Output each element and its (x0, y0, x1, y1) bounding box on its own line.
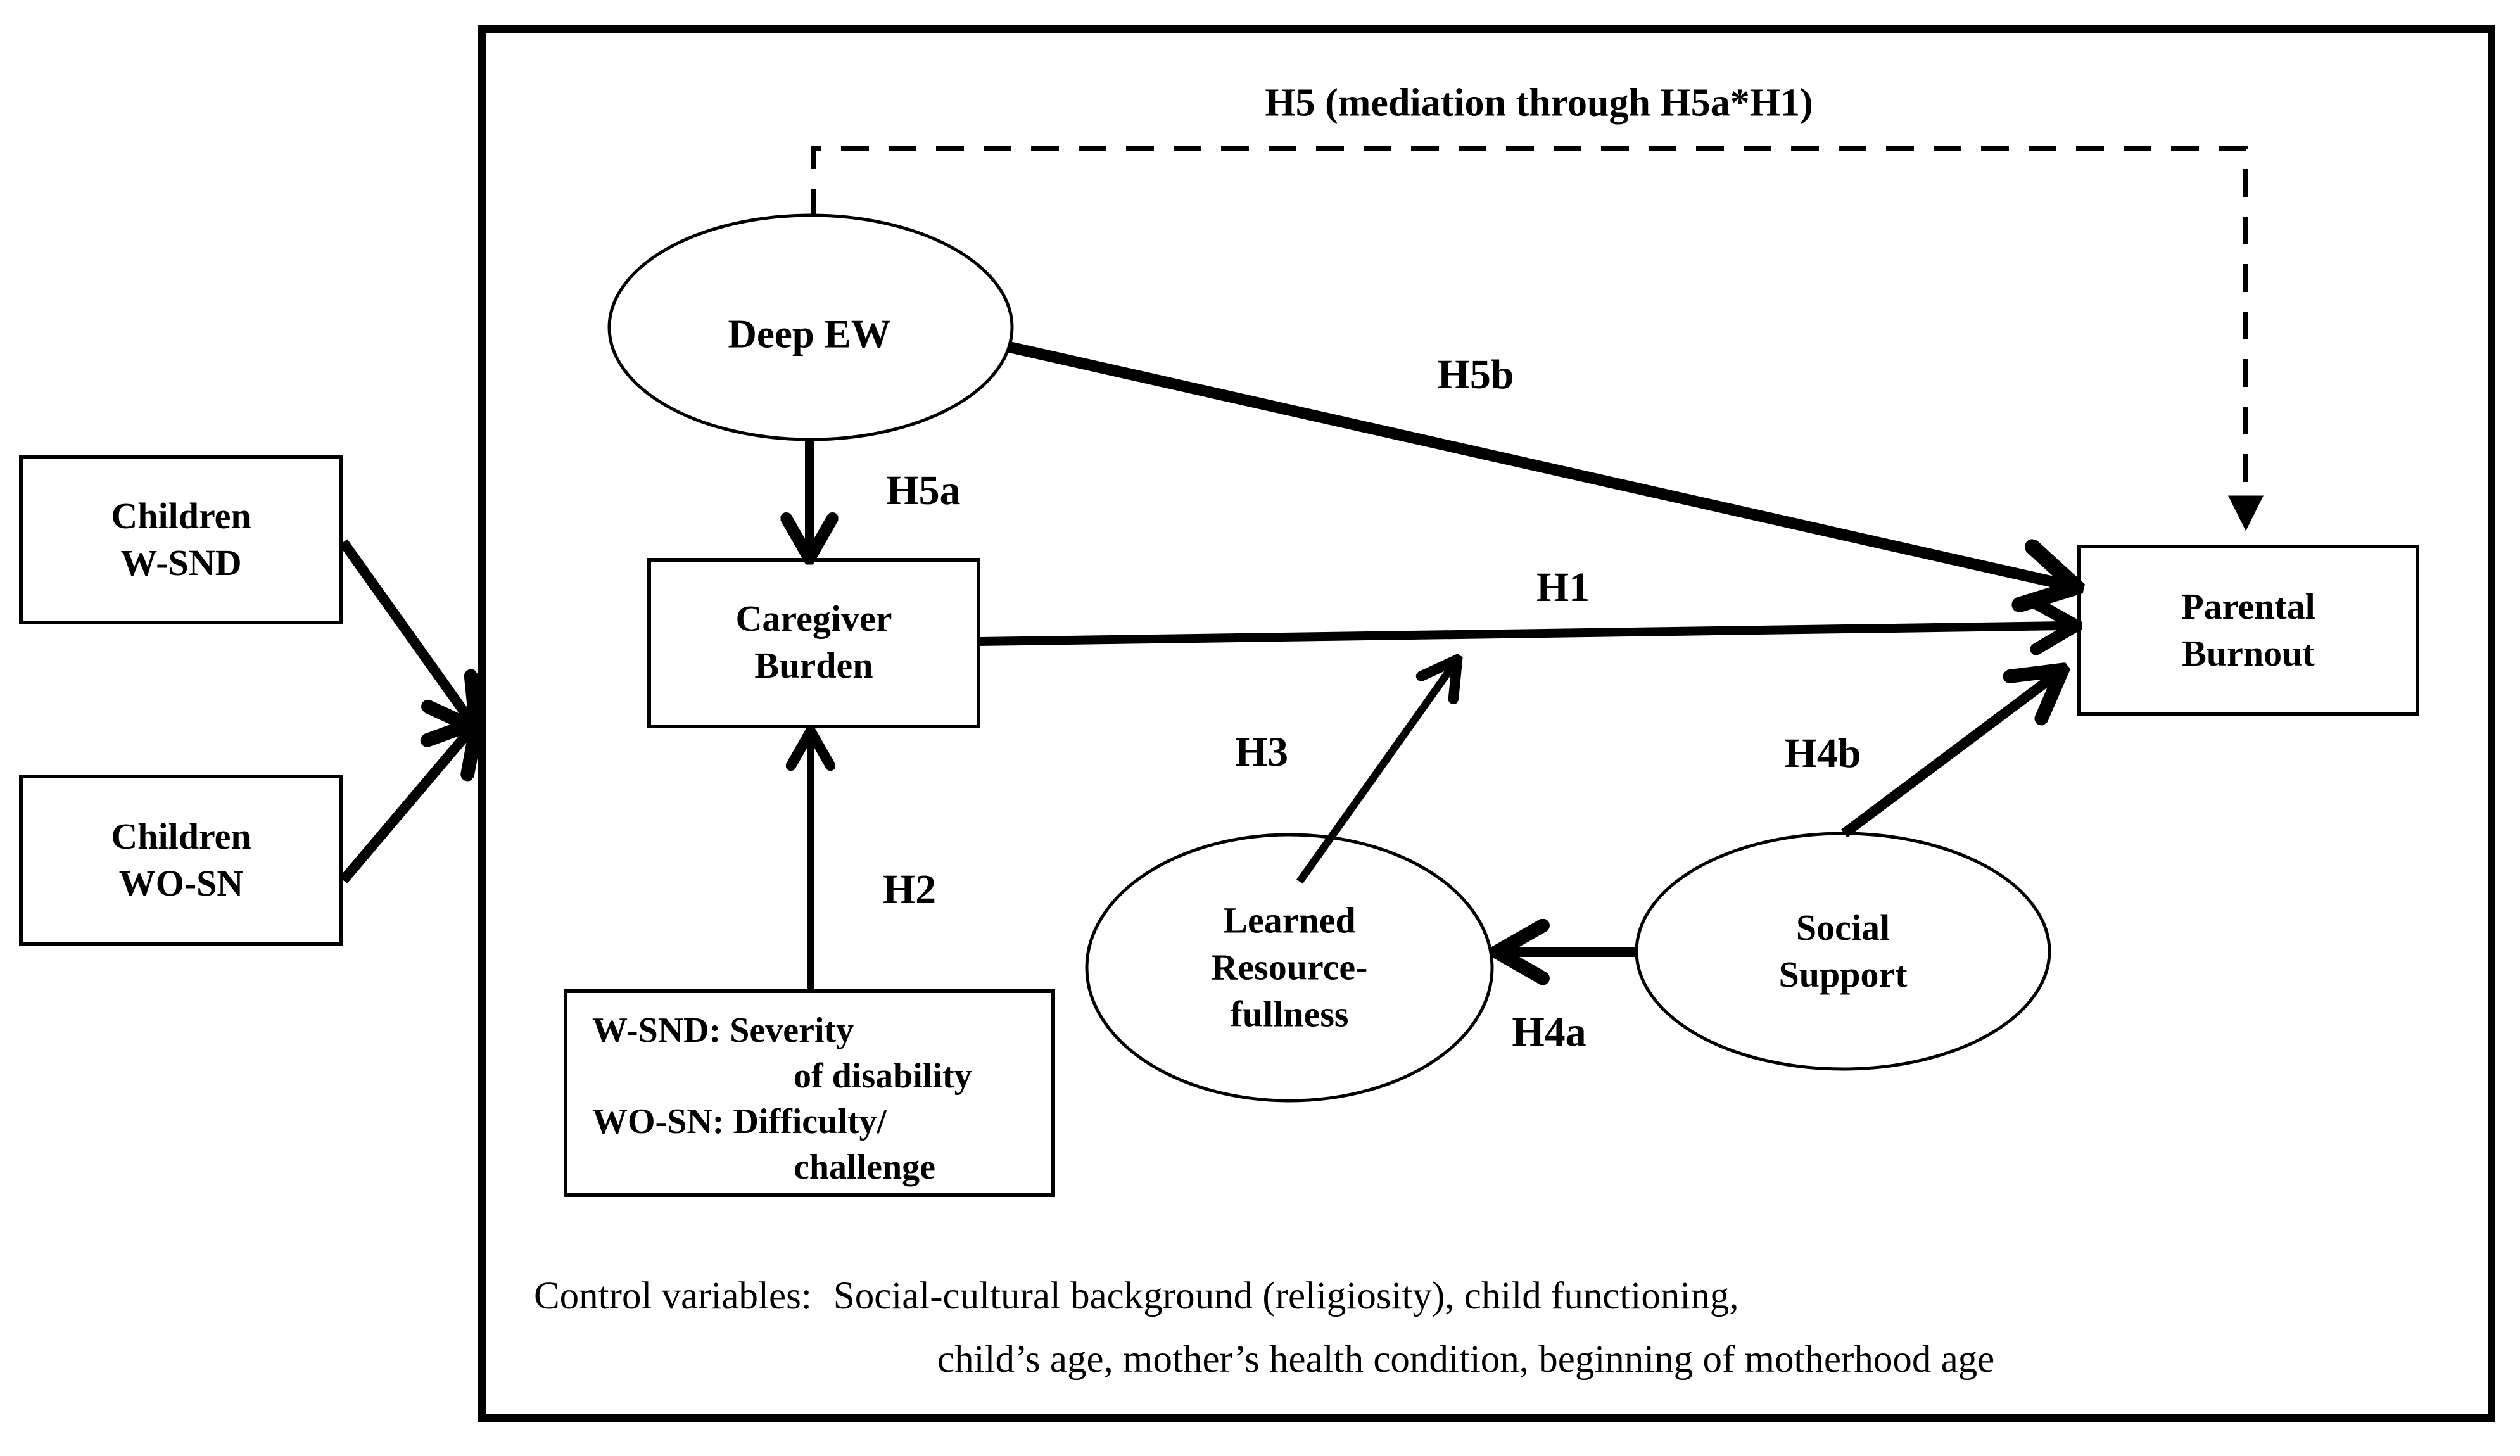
legend-line-1-continuation: of disability (794, 1056, 972, 1096)
caregiver-burden-label: Caregiver Burden (736, 595, 892, 689)
legend-line2-text: Difficulty/ (733, 1102, 887, 1141)
h5b-arrow (1008, 341, 2062, 584)
h1-label: H1 (1536, 564, 1590, 611)
control-variables-line-2: child’s age, mother’s health condition, … (937, 1338, 1995, 1381)
deep-ew-label: Deep EW (728, 312, 891, 357)
h1-arrow (978, 626, 2065, 642)
learned-resourcefulness-line2: Resource- (1211, 946, 1368, 988)
social-support-line1: Social (1795, 906, 1890, 948)
h2-label: H2 (882, 866, 937, 913)
children-wosn-line2: WO-SN (118, 863, 244, 904)
parental-burnout-label: Parental Burnout (2181, 583, 2315, 677)
legend-line-1: W-SND: Severity (592, 1008, 1053, 1053)
social-support-line2: Support (1778, 954, 1908, 995)
caregiver-burden-box (647, 558, 980, 728)
h5b-label: H5b (1437, 351, 1514, 398)
children-wosn-label: Children WO-SN (111, 813, 251, 907)
caregiver-burden-line2: Burden (754, 645, 873, 686)
children-wsnd-arrow (339, 539, 469, 718)
legend-line-2-continuation: challenge (794, 1148, 935, 1187)
legend: W-SND: Severity of disability WO-SN: Dif… (566, 991, 1053, 1195)
children-wsnd-box (19, 455, 343, 624)
children-wosn-line1: Children (111, 815, 251, 857)
caregiver-burden-line1: Caregiver (735, 597, 892, 639)
legend-line2-label: WO-SN: (592, 1102, 725, 1141)
parental-burnout-line2: Burnout (2182, 633, 2315, 674)
children-wsnd-line1: Children (111, 495, 251, 536)
control-variables-text-1: Social-cultural background (religiosity)… (833, 1275, 1739, 1317)
learned-resourcefulness-label: Learned Resource- fullness (1212, 897, 1368, 1039)
h3-label: H3 (1234, 729, 1289, 775)
h4b-arrow (1841, 678, 2052, 838)
learned-resourcefulness-line3: fullness (1230, 994, 1349, 1035)
h5-mediation-dashed-arrow (811, 146, 2264, 531)
h5a-label: H5a (886, 467, 961, 514)
control-variables-line-1: Control variables: Social-cultural backgr… (534, 1274, 1739, 1319)
children-wosn-arrow (339, 732, 469, 884)
children-wsnd-label: Children W-SND (111, 493, 251, 586)
legend-box-outline (564, 989, 1055, 1197)
h3-arrow (1296, 668, 1452, 884)
control-variables-label: Control variables: (534, 1275, 812, 1317)
legend-line-2: WO-SN: Difficulty/ (592, 1099, 1053, 1144)
children-wosn-box (19, 775, 343, 946)
learned-resourcefulness-line1: Learned (1223, 899, 1356, 941)
children-wsnd-line2: W-SND (120, 542, 242, 583)
parental-burnout-box (2077, 545, 2419, 716)
h4b-label: H4b (1784, 730, 1861, 776)
legend-line1-text: Severity (730, 1011, 854, 1050)
legend-line1-label: W-SND: (592, 1011, 721, 1050)
h4a-label: H4a (1512, 1009, 1586, 1055)
social-support-label: Social Support (1778, 904, 1907, 998)
parental-burnout-line1: Parental (2181, 585, 2315, 627)
h5-mediation-label: H5 (mediation through H5a*H1) (1265, 81, 1813, 125)
